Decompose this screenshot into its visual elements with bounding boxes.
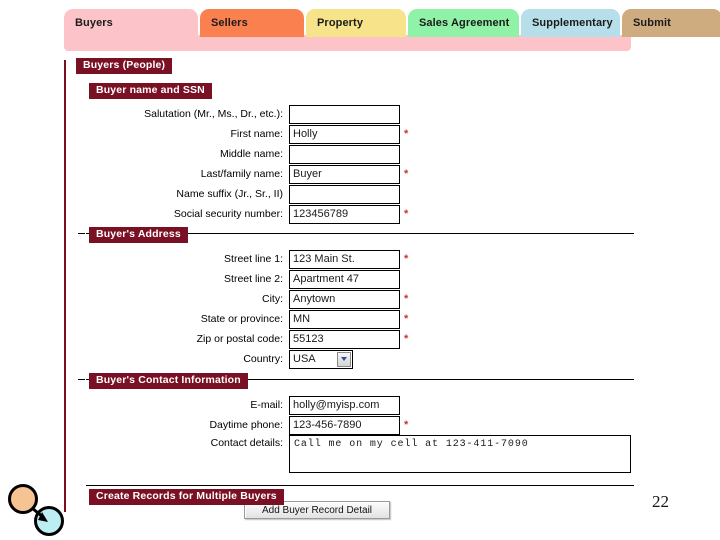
logo-arrow-icon — [31, 506, 48, 522]
label-street-2: Street line 2: — [224, 273, 283, 285]
required-marker-state: * — [404, 313, 409, 325]
label-middle-name: Middle name: — [219, 148, 283, 160]
input-city[interactable]: Anytown — [289, 289, 400, 309]
required-marker-city: * — [404, 293, 409, 305]
select-country-value: USA — [293, 353, 316, 365]
label-salutation: Salutation (Mr., Ms., Dr., etc.): — [144, 108, 283, 120]
input-salutation[interactable] — [289, 104, 400, 124]
section-rule-contact — [86, 379, 634, 380]
required-marker-street-1: * — [404, 253, 409, 265]
label-street-1: Street line 1: — [224, 253, 283, 265]
label-first-name: First name: — [230, 128, 283, 140]
input-last-name[interactable]: Buyer — [289, 164, 400, 184]
input-email[interactable]: holly@myisp.com — [289, 395, 400, 415]
input-ssn[interactable]: 123456789 — [289, 204, 400, 224]
label-city: City: — [262, 293, 283, 305]
tab-submit-label: Submit — [633, 17, 671, 29]
select-country[interactable]: USA — [289, 349, 353, 369]
label-email: E-mail: — [250, 399, 283, 411]
required-marker-last-name: * — [404, 168, 409, 180]
tab-supplementary[interactable]: Supplementary — [521, 9, 620, 37]
input-zip[interactable]: 55123 — [289, 329, 400, 349]
section-rule-address — [86, 233, 634, 234]
section-legend-name-ssn: Buyer name and SSN — [89, 83, 212, 99]
field-row-email: E-mail: holly@myisp.com — [64, 395, 400, 415]
required-marker-zip: * — [404, 333, 409, 345]
add-buyer-record-detail-button[interactable]: Add Buyer Record Detail — [244, 501, 390, 519]
label-last-name: Last/family name: — [200, 168, 283, 180]
input-daytime-phone[interactable]: 123-456-7890 — [289, 415, 400, 435]
section-tick-address — [78, 233, 85, 234]
logo — [4, 484, 66, 536]
input-name-suffix[interactable] — [289, 184, 400, 204]
section-rule-multiple-buyers — [86, 485, 634, 486]
field-row-ssn: Social security number: 123456789 * — [64, 204, 408, 224]
label-country: Country: — [243, 353, 283, 365]
required-marker-daytime-phone: * — [404, 419, 409, 431]
tab-supplementary-label: Supplementary — [532, 17, 613, 29]
section-legend-address: Buyer's Address — [89, 227, 188, 243]
field-row-zip: Zip or postal code: 55123 * — [64, 329, 408, 349]
label-ssn: Social security number: — [173, 208, 283, 220]
input-street-2[interactable]: Apartment 47 — [289, 269, 400, 289]
field-row-city: City: Anytown * — [64, 289, 408, 309]
tab-sales-agreement[interactable]: Sales Agreement — [408, 9, 519, 37]
field-row-contact-details: Contact details: Call me on my cell at 1… — [64, 435, 631, 473]
tab-sellers[interactable]: Sellers — [200, 9, 304, 37]
required-marker-ssn: * — [404, 208, 409, 220]
field-row-country: Country: USA — [64, 349, 353, 369]
field-row-street-1: Street line 1: 123 Main St. * — [64, 249, 408, 269]
section-legend-multiple-buyers: Create Records for Multiple Buyers — [89, 489, 284, 505]
input-first-name[interactable]: Holly — [289, 124, 400, 144]
input-state[interactable]: MN — [289, 309, 400, 329]
buyers-form: Buyers (People) Buyer name and SSN Salut… — [64, 51, 636, 521]
form-title: Buyers (People) — [76, 58, 173, 74]
add-buyer-record-detail-label: Add Buyer Record Detail — [261, 504, 373, 516]
field-row-state: State or province: MN * — [64, 309, 408, 329]
textarea-contact-details[interactable]: Call me on my cell at 123-411-7090 — [289, 435, 631, 473]
tab-buyers-label: Buyers — [75, 17, 113, 29]
tab-strip: Buyers Sellers Property Sales Agreement … — [64, 9, 720, 51]
tab-property-label: Property — [317, 17, 364, 29]
logo-circle-orange — [8, 484, 38, 514]
required-marker-first-name: * — [404, 128, 409, 140]
section-legend-contact: Buyer's Contact Information — [89, 373, 248, 389]
field-row-first-name: First name: Holly * — [64, 124, 408, 144]
page-number: 22 — [652, 492, 669, 511]
input-street-1[interactable]: 123 Main St. — [289, 249, 400, 269]
field-row-salutation: Salutation (Mr., Ms., Dr., etc.): — [64, 104, 400, 124]
label-name-suffix: Name suffix (Jr., Sr., II) — [176, 188, 283, 200]
field-row-name-suffix: Name suffix (Jr., Sr., II) — [64, 184, 400, 204]
logo-circle-blue — [34, 506, 64, 536]
field-row-daytime-phone: Daytime phone: 123-456-7890 * — [64, 415, 408, 435]
field-row-middle-name: Middle name: — [64, 144, 400, 164]
tab-sellers-label: Sellers — [211, 17, 248, 29]
form-left-rule — [64, 60, 66, 512]
label-state: State or province: — [200, 313, 283, 325]
chevron-down-icon[interactable] — [337, 351, 351, 367]
label-contact-details: Contact details: — [210, 437, 283, 449]
tab-property[interactable]: Property — [306, 9, 406, 37]
tab-panel-background — [64, 35, 631, 51]
tab-buyers[interactable]: Buyers — [64, 9, 198, 37]
field-row-street-2: Street line 2: Apartment 47 — [64, 269, 400, 289]
input-middle-name[interactable] — [289, 144, 400, 164]
label-zip: Zip or postal code: — [196, 333, 283, 345]
section-tick-contact — [78, 379, 85, 380]
field-row-last-name: Last/family name: Buyer * — [64, 164, 408, 184]
tab-submit[interactable]: Submit — [622, 9, 720, 37]
tab-row: Buyers Sellers Property Sales Agreement … — [64, 9, 720, 37]
tab-sales-agreement-label: Sales Agreement — [419, 17, 510, 29]
label-daytime-phone: Daytime phone: — [209, 419, 283, 431]
